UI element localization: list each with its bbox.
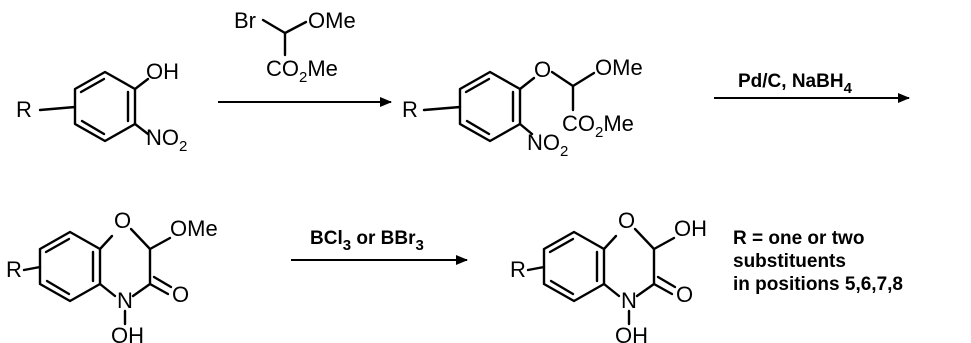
c3-n-bond <box>131 282 152 298</box>
r-bond <box>38 105 77 112</box>
aryl-o-bond <box>518 76 536 91</box>
carbonyl-bond-b <box>656 275 677 289</box>
c-ome-bond <box>283 20 308 35</box>
ester-label: CO2Me <box>562 111 634 141</box>
r-bond <box>422 105 462 112</box>
br-c-bond <box>261 18 287 35</box>
no2-bond <box>133 122 150 136</box>
r-substituent-label: R <box>6 257 22 282</box>
compound-hydroxy-benzoxazinone: O OH O N OH R <box>510 208 707 343</box>
compound-aryloxy-ester: O OMe CO2Me NO2 R <box>402 55 643 160</box>
benzene-ring <box>542 230 606 303</box>
o-c2-bond <box>129 227 152 251</box>
r-bond <box>526 265 546 272</box>
benzene-ring <box>38 230 102 303</box>
c2-ome-bond <box>148 236 172 251</box>
methoxy-label: OMe <box>595 55 643 80</box>
carbonyl-oxygen-label: O <box>676 282 693 307</box>
c3-n-bond <box>635 282 656 298</box>
r-substituent-label: R <box>16 97 32 122</box>
carbonyl-oxygen-label: O <box>172 282 189 307</box>
no2-bond <box>518 122 534 136</box>
hydroxyl-label: OH <box>146 59 179 84</box>
note-line-1: R = one or two <box>733 228 864 249</box>
reagent-pd-nabh4: Pd/C, NaBH4 <box>738 71 853 97</box>
n-hydroxy-label: OH <box>111 323 144 343</box>
benzene-ring <box>73 70 137 143</box>
ether-oxygen-label: O <box>534 57 551 82</box>
r-substituent-label: R <box>510 257 526 282</box>
reagent-bromo-ester: Br OMe CO2Me <box>234 8 356 86</box>
c-ome-bond <box>571 71 596 88</box>
nitro-label: NO2 <box>146 125 187 155</box>
methoxy-label: OMe <box>308 8 356 33</box>
ring-oxygen-label: O <box>618 208 635 233</box>
note-line-2: substituents <box>733 251 846 272</box>
r-bond <box>22 265 42 272</box>
carbonyl-bond-b <box>152 275 173 289</box>
benzene-ring <box>458 70 522 143</box>
ring-n-bond <box>602 282 621 298</box>
substituent-note: R = one or two substituents in positions… <box>733 228 903 295</box>
ring-o-bond <box>602 234 618 251</box>
o-c2-bond <box>633 227 656 251</box>
reagent-boron-halide: BCl3 or BBr3 <box>310 228 424 254</box>
ring-n-bond <box>98 282 117 298</box>
compound-nitrophenol: OH NO2 R <box>16 59 187 155</box>
o-c-bond <box>550 70 575 88</box>
hydroxyl-label: OH <box>674 216 707 241</box>
nitrogen-label: N <box>621 288 637 313</box>
note-line-3: in positions 5,6,7,8 <box>733 274 903 295</box>
ring-oxygen-label: O <box>114 208 131 233</box>
r-substituent-label: R <box>402 97 418 122</box>
methoxy-label: OMe <box>170 216 218 241</box>
n-hydroxy-label: OH <box>615 323 648 343</box>
nitrogen-label: N <box>117 288 133 313</box>
ester-label: CO2Me <box>266 56 338 86</box>
ring-o-bond <box>98 234 114 251</box>
oh-bond <box>133 77 150 91</box>
carbonyl-bond-a <box>148 282 170 296</box>
nitro-label: NO2 <box>527 130 568 160</box>
bromo-label: Br <box>234 8 256 33</box>
c2-oh-bond <box>652 236 676 251</box>
compound-methoxy-benzoxazinone: O OMe O N OH R <box>6 208 218 343</box>
carbonyl-bond-a <box>652 282 674 296</box>
